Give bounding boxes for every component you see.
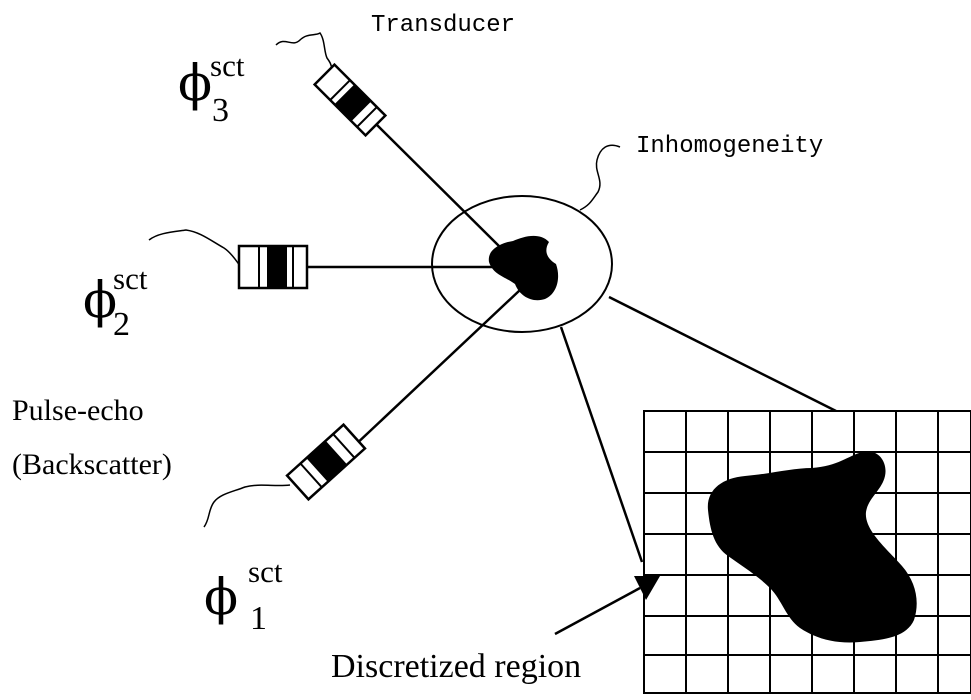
phi-symbol-1: ϕ — [204, 568, 239, 626]
discretized-inhomogeneity — [707, 451, 917, 643]
phi-subscript-1: 1 — [250, 600, 267, 637]
discretized-region-label: Discretized region — [331, 648, 582, 685]
signal-label-2: ϕ sct 2 — [83, 263, 147, 342]
inhomogeneity-circle — [431, 195, 613, 333]
inhomogeneity-label: Inhomogeneity — [636, 133, 824, 160]
inhomogeneity-blob — [488, 235, 559, 301]
transducer-3 — [312, 62, 388, 138]
beam-line-1 — [351, 289, 521, 449]
cable-1 — [203, 484, 291, 528]
zoom-line-lower — [559, 326, 644, 563]
phi-symbol-3: ϕ — [178, 54, 213, 112]
phi-superscript-3: sct — [210, 48, 245, 83]
zoom-line-upper — [608, 295, 837, 413]
signal-label-3: ϕ sct 3 — [178, 50, 244, 128]
signal-label-1: ϕ sct 1 — [204, 556, 282, 636]
phi-symbol-2: ϕ — [83, 271, 118, 329]
transducer-label: Transducer — [371, 12, 516, 39]
phi-subscript-3: 3 — [212, 92, 229, 129]
pointer-arrow-shaft — [554, 586, 641, 636]
beam-line-3 — [375, 123, 506, 253]
pulse-echo-label: Pulse-echo — [12, 394, 144, 427]
phi-superscript-1: sct — [248, 554, 283, 589]
backscatter-label: (Backscatter) — [12, 448, 172, 481]
cable-2 — [148, 229, 241, 267]
transducer-leader — [275, 32, 333, 70]
pointer-arrow-head — [634, 576, 660, 600]
inhomogeneity-leader — [579, 144, 621, 211]
transducer-1 — [285, 422, 367, 502]
phi-subscript-2: 2 — [113, 306, 130, 343]
phi-superscript-2: sct — [113, 261, 148, 296]
transducer-2 — [237, 244, 309, 290]
